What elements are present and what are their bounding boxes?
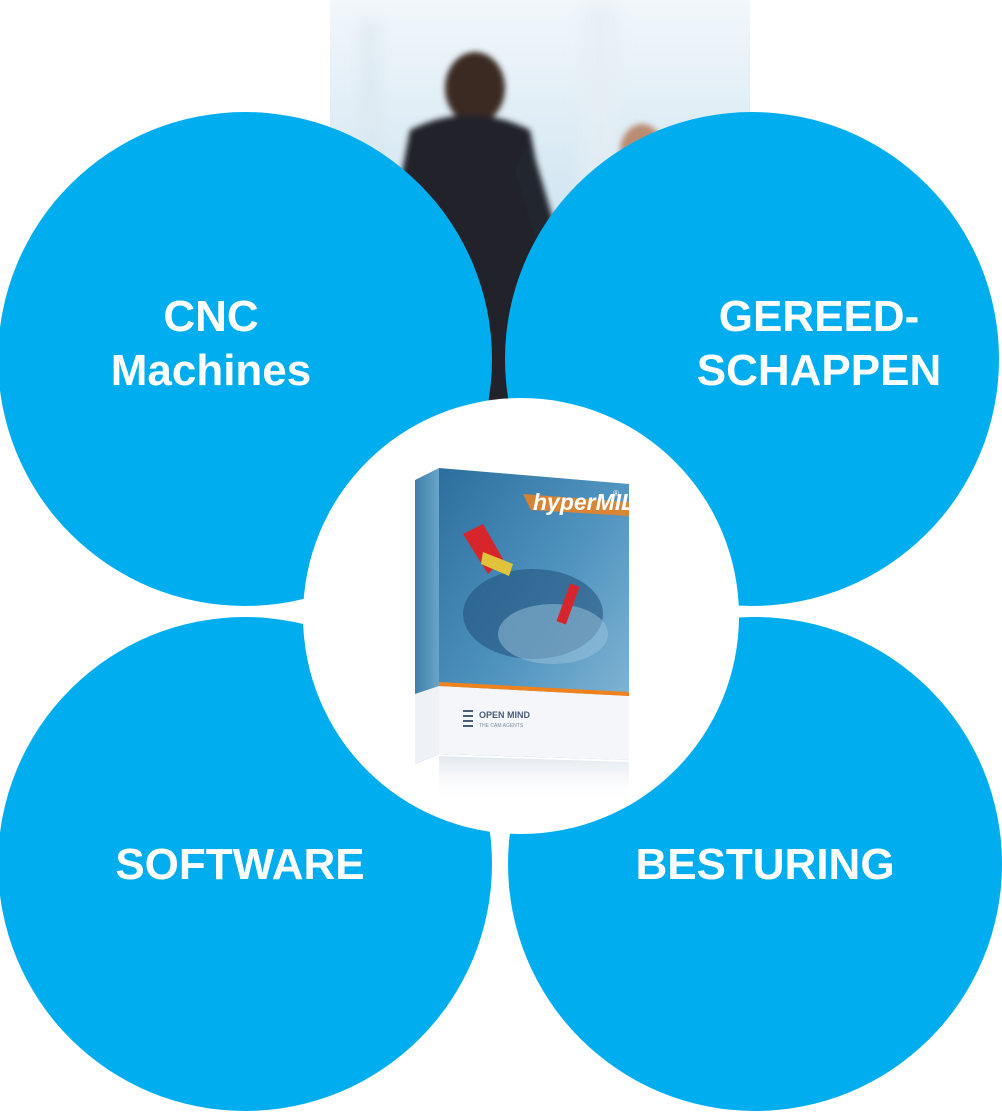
product-tagline: THE CAM AGENTS <box>479 723 524 729</box>
product-trademark: ® <box>613 489 619 498</box>
center-product-circle: hyperMILL ® OPEN MIND THE CAM AGENTS <box>303 398 739 834</box>
label-cnc-machines-line1: CNC <box>163 292 259 341</box>
label-gereedschappen-line2: SCHAPPEN <box>696 346 942 395</box>
open-mind-logo-icon <box>463 710 473 727</box>
label-cnc-machines: CNC Machines <box>95 290 327 398</box>
label-besturing: BESTURING <box>635 840 895 889</box>
label-gereedschappen: GEREED- SCHAPPEN <box>680 290 958 398</box>
label-cnc-machines-line2: Machines <box>110 346 312 395</box>
label-gereedschappen-line1: GEREED- <box>718 292 920 341</box>
product-publisher: OPEN MIND <box>479 710 531 720</box>
label-software: SOFTWARE <box>115 840 365 889</box>
product-brand-text: hyperMILL <box>533 489 643 515</box>
hypermill-product-box: hyperMILL ® OPEN MIND THE CAM AGENTS <box>415 468 643 804</box>
